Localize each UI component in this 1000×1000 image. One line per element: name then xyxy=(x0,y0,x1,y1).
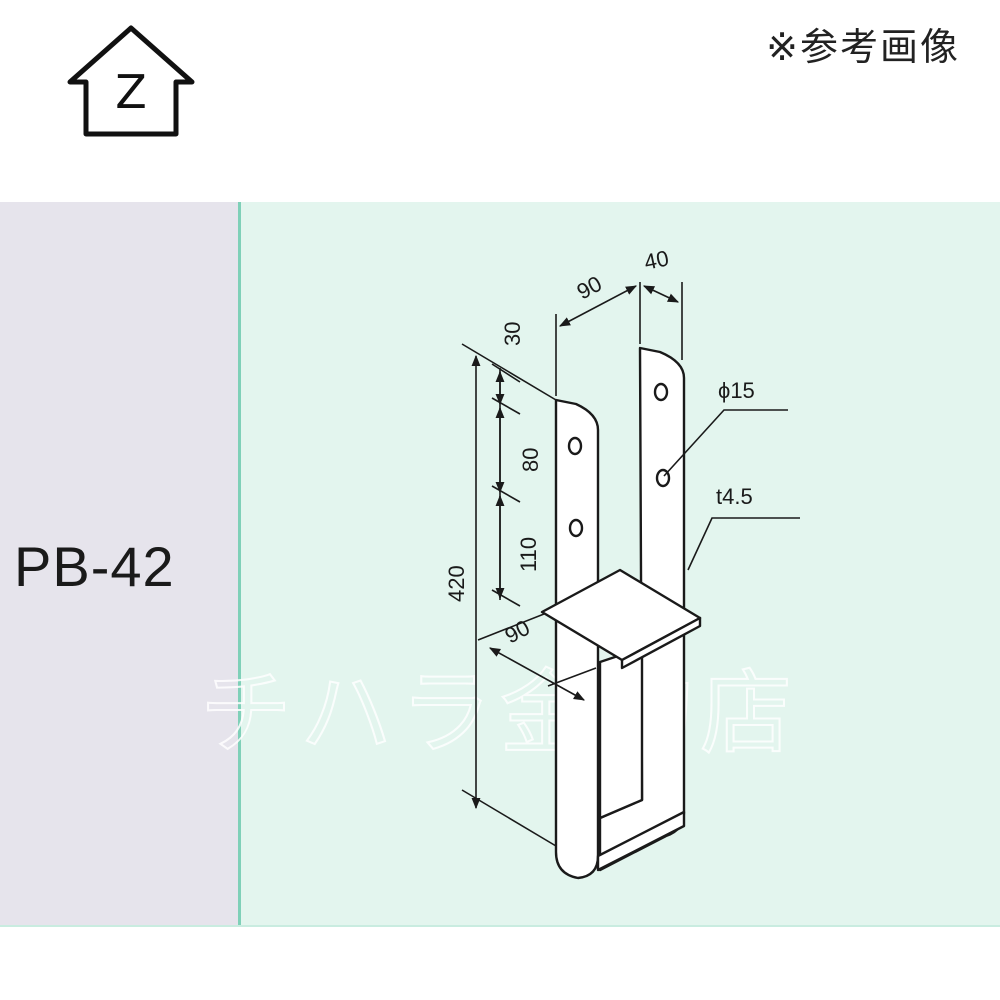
model-number: PB-42 xyxy=(14,535,175,598)
dim-lower-spacing: 110 xyxy=(516,537,541,572)
dim-top-depth: 40 xyxy=(642,245,671,275)
band-bottom-line xyxy=(0,925,1000,927)
front-plate xyxy=(554,398,600,880)
bolt-hole xyxy=(568,518,584,538)
logo-letter: Z xyxy=(115,65,147,119)
bolt-hole xyxy=(567,436,583,456)
dim-top-width: 90 xyxy=(573,271,606,305)
panel-divider xyxy=(238,202,241,927)
dimension-lines xyxy=(461,282,800,847)
bracket-shape xyxy=(540,346,702,880)
bolt-holes xyxy=(567,382,671,538)
bottom-strap xyxy=(596,810,686,872)
reference-image-note: ※参考画像 xyxy=(766,25,960,69)
dim-thickness: t4.5 xyxy=(716,484,753,509)
bolt-hole xyxy=(653,382,669,402)
seat-edge xyxy=(620,616,702,670)
label-panel xyxy=(0,202,238,927)
dim-hole-diameter: ϕ15 xyxy=(718,378,755,403)
watermark-text: チハラ金物店 xyxy=(200,660,800,767)
dim-hole-spacing: 80 xyxy=(518,448,543,472)
dim-height: 420 xyxy=(444,565,469,602)
inner-loop xyxy=(598,646,644,820)
dim-top-offset: 30 xyxy=(500,322,525,346)
house-logo-icon: Z xyxy=(67,25,195,137)
